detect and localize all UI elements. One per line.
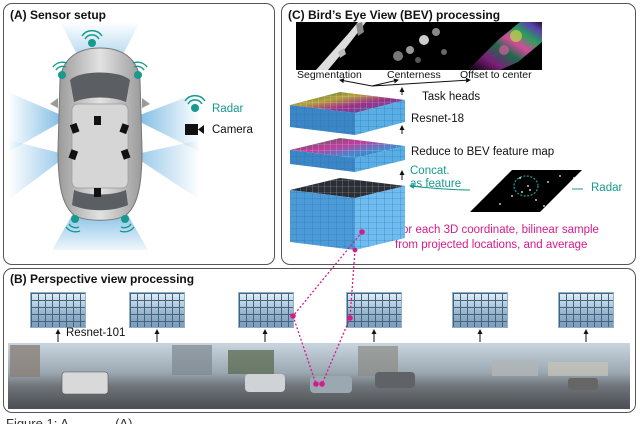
feature-map-cam5 (452, 292, 508, 328)
feature-map-cam6 (558, 292, 614, 328)
feature-map-cam1 (30, 292, 86, 328)
segmentation-label: Segmentation (297, 69, 362, 81)
resnet18-label: Resnet-18 (411, 113, 465, 125)
figure-caption-fragment: Figure 1: A ... ... ... (A) ... (6, 415, 147, 424)
radar-input-label: Radar (591, 182, 623, 194)
sampling-label-line1: For each 3D coordinate, bilinear sample (395, 224, 599, 236)
panel-perspective-view: (B) Perspective view processing (3, 268, 636, 413)
legend-camera-label: Camera (212, 124, 253, 136)
reduce-bev-label: Reduce to BEV feature map (411, 146, 555, 158)
offset-label: Offset to center (460, 69, 532, 81)
panel-a-title: (A) Sensor setup (10, 8, 107, 22)
resnet101-label: Resnet-101 (66, 327, 126, 339)
caption-text: Figure 1: A ... ... ... (A) ... (6, 416, 147, 424)
sampling-label-line2: from projected locations, and average (395, 239, 588, 251)
task-heads-label: Task heads (422, 91, 481, 103)
centerness-map (380, 22, 458, 70)
legend-radar-label: Radar (212, 103, 244, 115)
feature-map-cam2 (129, 292, 185, 328)
panel-b-title: (B) Perspective view processing (10, 272, 195, 286)
offset-map (458, 22, 542, 70)
concat-label-line2: as feature (410, 178, 462, 190)
concat-label-line1: Concat. (410, 165, 450, 177)
centerness-label: Centerness (387, 69, 441, 81)
segmentation-map (296, 22, 380, 70)
feature-map-cam4 (346, 292, 402, 328)
feature-map-cam3 (238, 292, 294, 328)
panel-c-title: (C) Bird’s Eye View (BEV) processing (288, 8, 501, 22)
